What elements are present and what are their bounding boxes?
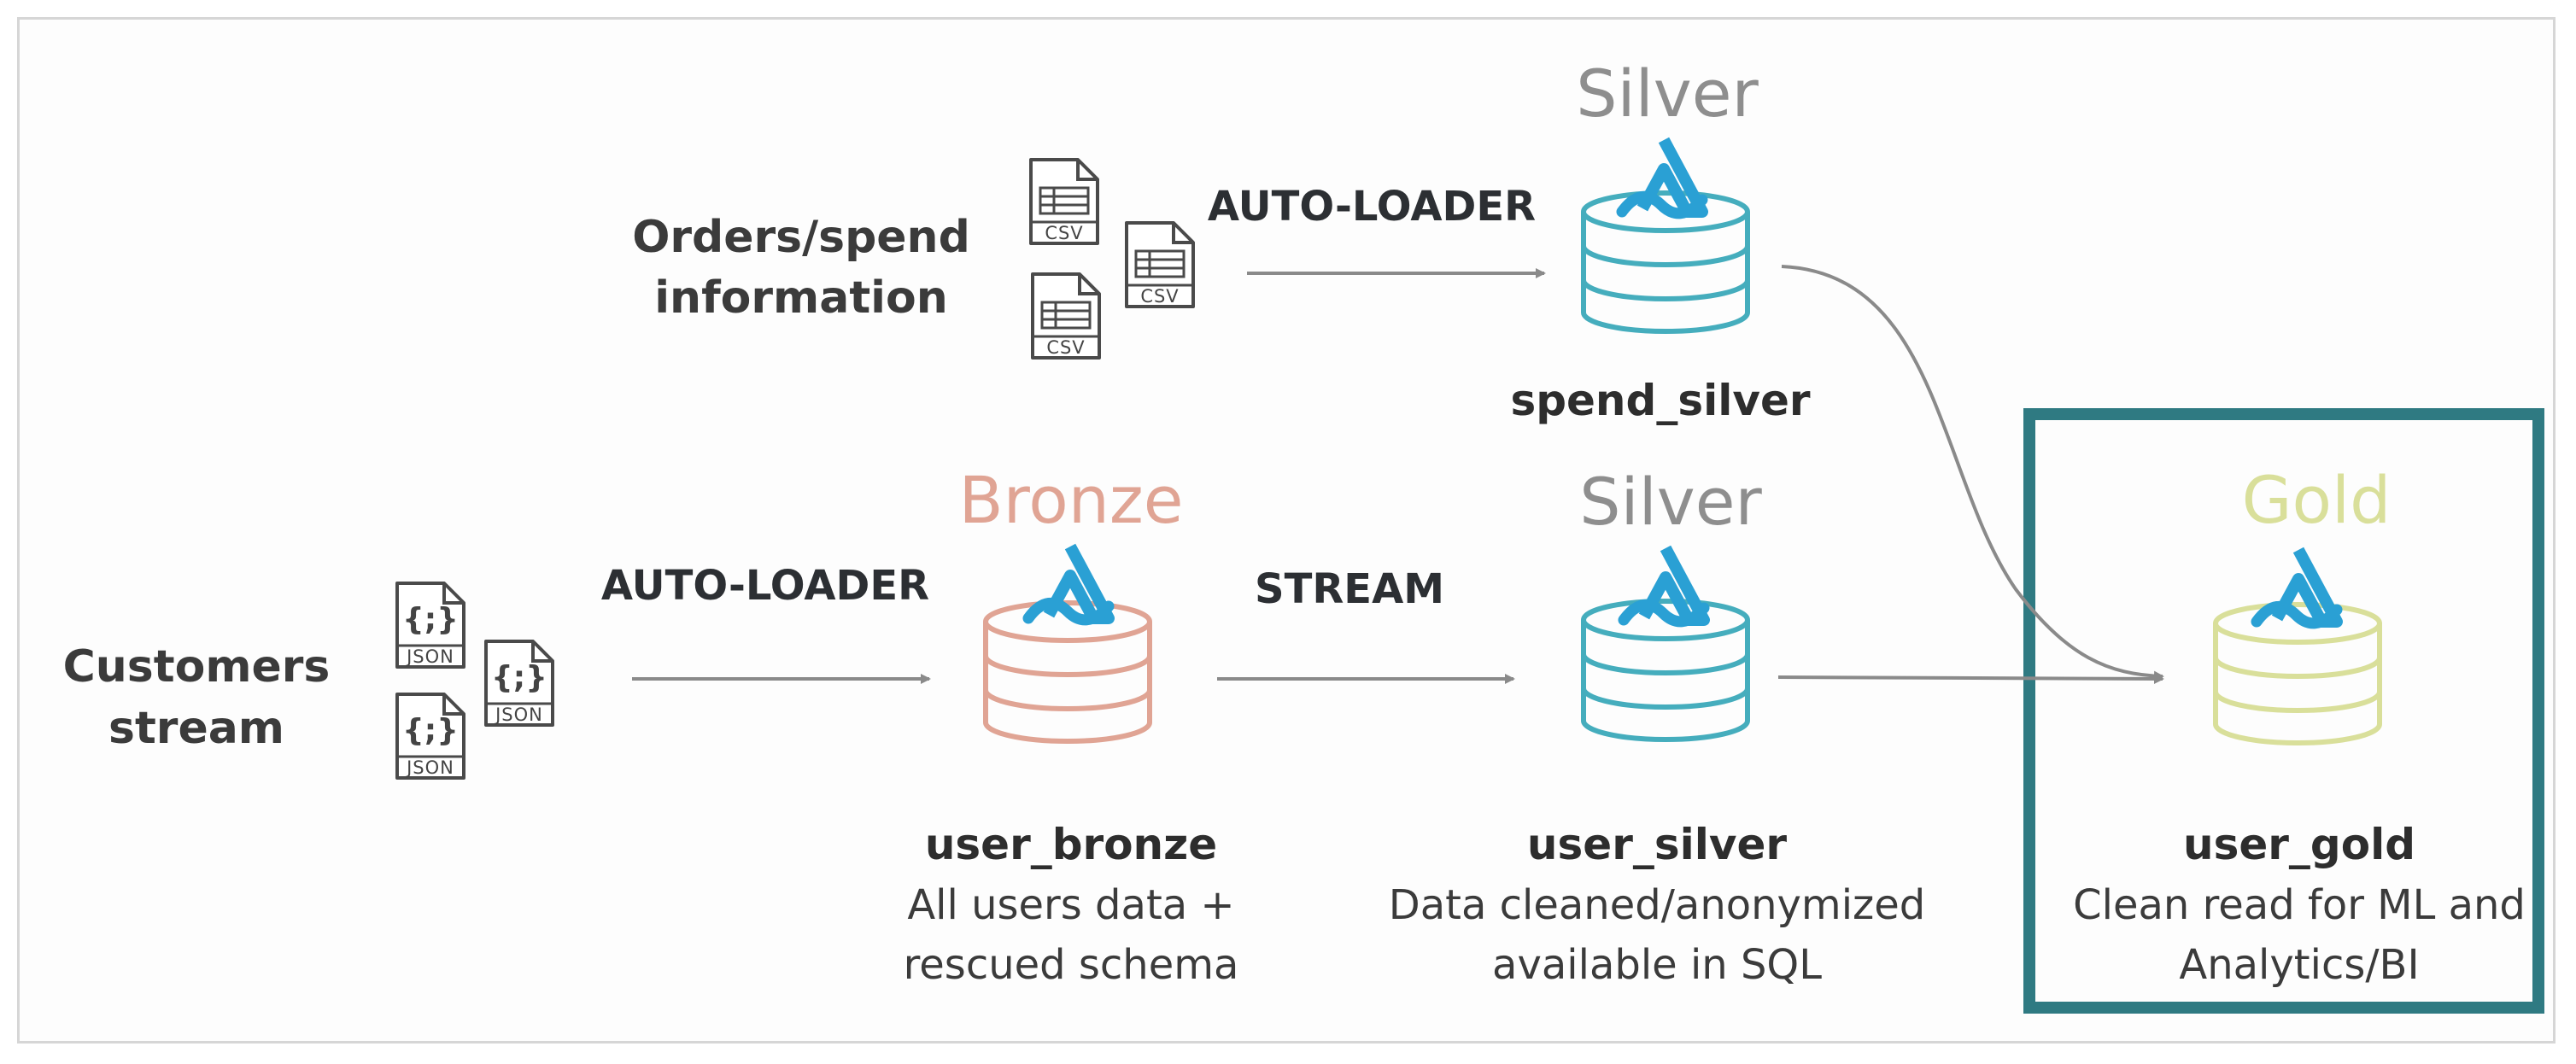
json-file-label: JSON: [405, 757, 454, 778]
database-cylinder-icon: [986, 603, 1150, 741]
database-cylinder-icon: [2216, 605, 2380, 743]
gold-highlight-box: [2023, 408, 2544, 1014]
spend-silver-table-name: spend_silver: [1510, 376, 1810, 425]
customers-source-label-line1: Customers: [63, 641, 331, 693]
csv-file-label: CSV: [1045, 223, 1083, 243]
user-bronze-description-line2: rescued schema: [904, 941, 1239, 989]
spend-silver-table: [1584, 140, 1748, 331]
bronze-tier-label: Bronze: [958, 462, 1183, 538]
user-silver-description-line2: available in SQL: [1492, 941, 1822, 989]
delta-lake-icon: [2257, 550, 2337, 623]
user-bronze-table-name: user_bronze: [925, 820, 1217, 869]
user-bronze-description-line1: All users data +: [907, 881, 1234, 929]
delta-lake-icon: [1622, 140, 1702, 213]
csv-file-icon: CSV: [1029, 158, 1099, 245]
csv-file-label: CSV: [1140, 286, 1179, 307]
json-brace-glyph: {;}: [402, 602, 459, 637]
spend-silver-to-gold-connector: [1781, 265, 2164, 681]
user-silver-table-name: user_silver: [1527, 820, 1787, 869]
json-file-icon: {;} JSON: [395, 582, 465, 669]
orders-autoloader-label: AUTO-LOADER: [1208, 183, 1536, 231]
user-silver-description-line1: Data cleaned/anonymized: [1389, 881, 1925, 929]
silver-to-gold-arrow: [1777, 673, 2164, 684]
json-file-label: JSON: [494, 704, 543, 725]
csv-file-icon: CSV: [1031, 272, 1101, 360]
json-brace-glyph: {;}: [402, 713, 459, 748]
user-gold-table-name: user_gold: [2183, 820, 2415, 869]
csv-file-label: CSV: [1046, 337, 1085, 358]
user-silver-tier-label: Silver: [1579, 464, 1762, 540]
user-gold-description-line1: Clean read for ML and: [2073, 881, 2526, 929]
customers-autoloader-label: AUTO-LOADER: [601, 562, 929, 610]
orders-source-label-line1: Orders/spend: [632, 212, 970, 263]
customers-source-label-line2: stream: [108, 703, 284, 754]
user-gold-description-line2: Analytics/BI: [2179, 941, 2419, 989]
gold-tier-label: Gold: [2242, 462, 2392, 538]
json-brace-glyph: {;}: [491, 660, 547, 695]
json-file-icon: {;} JSON: [484, 640, 554, 727]
delta-lake-icon: [1028, 547, 1109, 620]
orders-source-label-line2: information: [654, 272, 948, 324]
user-gold-table: [2216, 550, 2380, 743]
json-file-icon: {;} JSON: [395, 693, 465, 780]
stream-label: STREAM: [1255, 565, 1444, 613]
user-silver-table: [1584, 548, 1748, 740]
delta-lake-icon: [1624, 548, 1704, 622]
spend-silver-tier-label: Silver: [1576, 56, 1759, 132]
csv-file-icon: CSV: [1125, 221, 1195, 308]
json-file-label: JSON: [405, 646, 454, 667]
diagram-frame: [17, 17, 2556, 1044]
user-bronze-table: [986, 547, 1150, 741]
